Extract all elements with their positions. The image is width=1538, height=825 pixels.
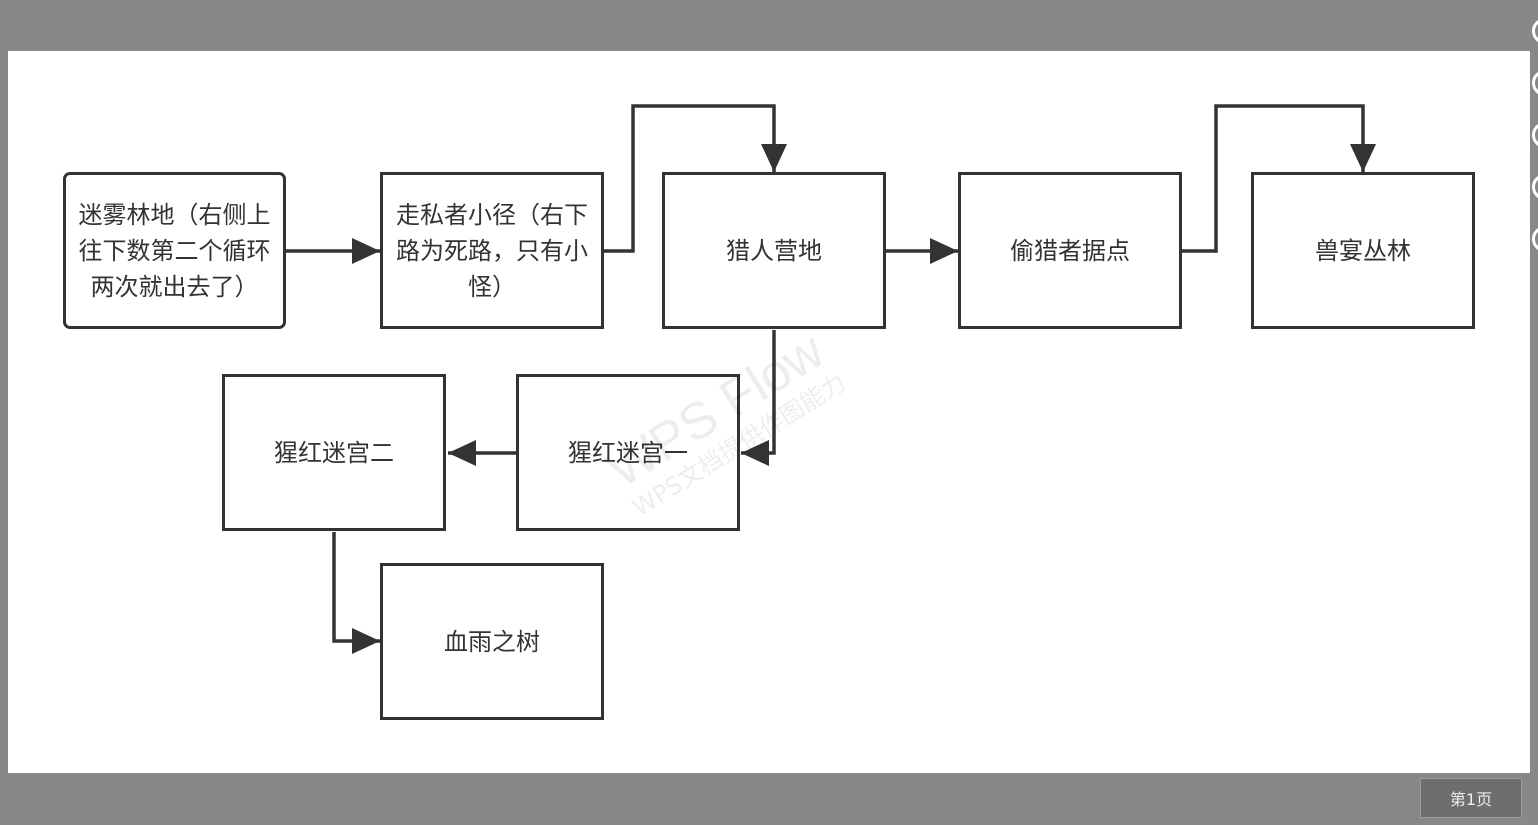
diagram-canvas: 迷雾林地（右侧上往下数第二个循环两次就出去了） 走私者小径（右下路为死路，只有小… [8,51,1530,773]
node-blood-rain-tree[interactable]: 血雨之树 [380,563,604,720]
node-poacher-stronghold[interactable]: 偷猎者据点 [958,172,1182,329]
node-scarlet-maze-two-label: 猩红迷宫二 [274,438,394,467]
edge-hunter-camp-to-scarlet-maze-one [741,330,776,466]
edge-scarlet-maze-two-to-blood-rain-tree [332,532,380,654]
node-hunter-camp-label: 猎人营地 [726,236,822,265]
toolbar-circle-icon[interactable] [1532,18,1538,44]
toolbar-circle-icon[interactable] [1532,174,1538,200]
node-scarlet-maze-one-label: 猩红迷宫一 [568,438,688,467]
node-scarlet-maze-two[interactable]: 猩红迷宫二 [222,374,446,531]
toolbar-circle-icon[interactable] [1532,226,1538,252]
node-smuggler-path-label: 走私者小径（右下路为死路，只有小怪） [396,200,588,301]
node-beast-jungle-label: 兽宴丛林 [1315,236,1411,265]
page-indicator[interactable]: 第1页 [1420,778,1522,818]
page-indicator-label: 第1页 [1449,790,1493,809]
node-hunter-camp[interactable]: 猎人营地 [662,172,886,329]
node-smuggler-path[interactable]: 走私者小径（右下路为死路，只有小怪） [380,172,604,329]
node-scarlet-maze-one[interactable]: 猩红迷宫一 [516,374,740,531]
toolbar-circle-icon[interactable] [1532,122,1538,148]
toolbar-circle-icon[interactable] [1532,70,1538,96]
node-misty-forest-label: 迷雾林地（右侧上往下数第二个循环两次就出去了） [78,200,271,301]
connectors [286,104,1376,654]
node-blood-rain-tree-label: 血雨之树 [444,627,540,656]
node-misty-forest[interactable]: 迷雾林地（右侧上往下数第二个循环两次就出去了） [63,172,286,329]
node-poacher-stronghold-label: 偷猎者据点 [1010,236,1130,265]
edge-poacher-stronghold-to-beast-jungle [1182,104,1376,253]
node-beast-jungle[interactable]: 兽宴丛林 [1251,172,1475,329]
edge-smuggler-path-to-hunter-camp [604,104,787,253]
